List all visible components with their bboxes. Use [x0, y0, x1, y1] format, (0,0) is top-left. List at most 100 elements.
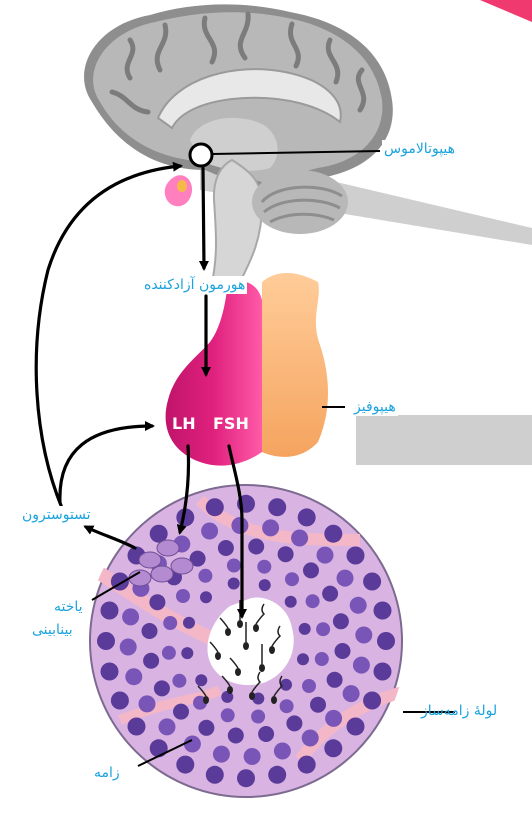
- tubule-cell: [251, 710, 265, 724]
- tubule-cell: [201, 523, 218, 540]
- tubule-cell: [298, 508, 316, 526]
- interstitial-cell: [171, 558, 193, 574]
- sperm-cell: [237, 620, 243, 628]
- background-band: [356, 415, 532, 465]
- tubule-cell: [181, 647, 193, 659]
- releasing-hormone-label: هورمون آزادکننده: [142, 276, 247, 294]
- tubule-cell: [184, 736, 201, 753]
- tubule-cell: [363, 573, 381, 591]
- interstitial-cell-label-line2: بینابینی: [30, 621, 75, 639]
- pituitary-gland: [166, 273, 328, 466]
- tubule-cell: [327, 672, 343, 688]
- interstitial-cell-label-line1: یاخته: [52, 598, 85, 616]
- tubule-cell: [302, 679, 316, 693]
- sperm-cell: [203, 696, 209, 704]
- tubule-cell: [231, 517, 248, 534]
- tubule-cell: [285, 596, 297, 608]
- tubule-cell: [347, 547, 365, 565]
- tubule-cell: [286, 715, 302, 731]
- interstitial-cell: [139, 552, 161, 568]
- tubule-cell: [206, 766, 224, 784]
- tubule-cell: [316, 622, 330, 636]
- tubule-cell: [221, 708, 235, 722]
- hypothalamus-label: هیپوتالاموس: [382, 140, 457, 158]
- tubule-cell: [228, 578, 240, 590]
- tubule-cell: [172, 674, 186, 688]
- tubule-cell: [258, 726, 274, 742]
- tubule-cell: [244, 748, 261, 765]
- tubule-cell: [97, 632, 115, 650]
- tubule-cell: [324, 739, 342, 757]
- tubule-cell: [163, 616, 177, 630]
- tubule-cell: [317, 547, 334, 564]
- sperm-cell: [269, 646, 275, 654]
- tubule-cell: [257, 560, 271, 574]
- tubule-cell: [335, 643, 351, 659]
- tubule-cell: [259, 579, 271, 591]
- tubule-cell: [120, 639, 137, 656]
- tubule-cell: [195, 674, 207, 686]
- testosterone-feedback-to-hypothalamus-arrow: [36, 166, 180, 508]
- brain-illustration: [84, 4, 393, 282]
- tubule-cell: [150, 739, 168, 757]
- tubule-cell: [213, 746, 230, 763]
- sperm-label: زامه: [92, 764, 122, 782]
- tubule-cell: [325, 710, 342, 727]
- tubule-cell: [337, 570, 354, 587]
- sperm-cell: [249, 692, 255, 700]
- tubule-cell: [173, 704, 189, 720]
- sperm-cell: [243, 642, 249, 650]
- tubule-cell: [198, 720, 214, 736]
- tubule-cell: [176, 589, 190, 603]
- hypothalamus-marker: [190, 144, 212, 166]
- tubule-cell: [302, 730, 319, 747]
- fsh-label: FSH: [213, 415, 249, 433]
- tubule-cell: [315, 652, 329, 666]
- tubule-cell: [237, 769, 255, 787]
- interstitial-cell: [151, 566, 173, 582]
- tubule-cell: [322, 586, 338, 602]
- tubule-cell: [268, 498, 286, 516]
- tubule-cell: [154, 680, 170, 696]
- sperm-cell: [271, 696, 277, 704]
- tubule-cell: [303, 562, 319, 578]
- tubule-cell: [122, 608, 139, 625]
- pituitary-label: هیپوفیز: [352, 398, 398, 416]
- tubule-cell: [324, 525, 342, 543]
- tubule-cell: [183, 617, 195, 629]
- hypothalamus-to-pituitary-arrow: [203, 168, 204, 268]
- tubule-cell: [139, 695, 156, 712]
- tubule-cell: [374, 663, 392, 681]
- tubule-cell: [262, 519, 279, 536]
- tubule-cell: [374, 602, 392, 620]
- tubule-cell: [355, 627, 372, 644]
- tubule-cell: [149, 594, 165, 610]
- tubule-cell: [268, 766, 286, 784]
- tubule-cell: [198, 569, 212, 583]
- tubule-cell: [111, 692, 129, 710]
- tubule-cell: [280, 699, 294, 713]
- testosterone-feedback-to-pituitary-arrow: [60, 426, 152, 502]
- tubule-cell: [274, 743, 291, 760]
- sperm-cell: [253, 624, 259, 632]
- tubule-cell: [159, 718, 176, 735]
- lh-label: LH: [172, 415, 196, 433]
- tubule-cell: [291, 530, 308, 547]
- tubule-cell: [310, 697, 326, 713]
- tubule-cell: [298, 756, 316, 774]
- corner-accent: [480, 0, 532, 22]
- tubule-cell: [101, 663, 119, 681]
- tubule-cell: [363, 692, 381, 710]
- seminiferous-tubule-cross-section: [80, 481, 410, 801]
- sperm-cell: [215, 652, 221, 660]
- testosterone-label: تستوسترون: [20, 506, 93, 524]
- tubule-cell: [162, 646, 176, 660]
- tubule-cell: [176, 756, 194, 774]
- tubule-cell: [343, 685, 360, 702]
- tubule-cell: [299, 623, 311, 635]
- tubule-cell: [377, 632, 395, 650]
- tubule-cell: [200, 591, 212, 603]
- sperm-cell: [227, 686, 233, 694]
- sperm-cell: [235, 668, 241, 676]
